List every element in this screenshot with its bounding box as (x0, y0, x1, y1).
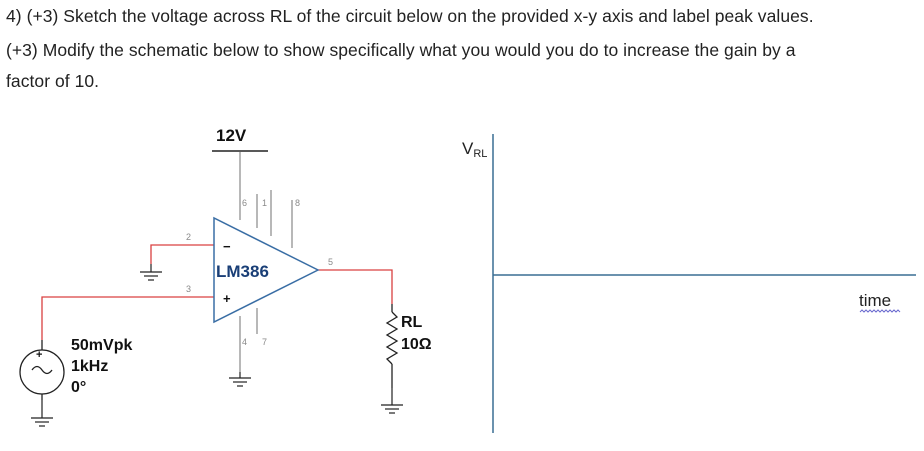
grey-wires (239, 152, 293, 372)
source-plus: + (36, 349, 42, 361)
amplifier-triangle (213, 216, 320, 324)
ac-source (19, 340, 65, 400)
wire-pin2 (150, 244, 214, 264)
amp-label: LM386 (216, 262, 269, 281)
source-amplitude: 50mVpk (71, 337, 132, 354)
pin-8: 8 (295, 198, 300, 208)
ground-amp (229, 372, 251, 387)
minus-sign: − (223, 239, 231, 254)
wire-output (318, 269, 393, 304)
pin-6: 6 (242, 198, 247, 208)
question-line-3: factor of 10. (6, 71, 100, 91)
source-phase: 0° (71, 379, 86, 396)
pin-7: 7 (262, 337, 267, 347)
y-axis-label: VRL (462, 139, 487, 160)
ground-pin2 (140, 264, 162, 281)
supply-label: 12V (216, 126, 247, 145)
wire-pin3 (41, 296, 214, 340)
question-line-1: 4) (+3) Sketch the voltage across RL of … (6, 6, 814, 26)
xy-axes (492, 134, 916, 433)
pin-1: 1 (262, 198, 267, 208)
resistor-rl (385, 304, 399, 388)
pin-2: 2 (186, 232, 191, 242)
spellcheck-underline (859, 309, 901, 313)
load-value: 10Ω (401, 336, 432, 353)
red-wires (41, 244, 393, 340)
question-line-2: (+3) Modify the schematic below to show … (6, 40, 796, 60)
pin-3: 3 (186, 284, 191, 294)
source-frequency: 1kHz (71, 358, 108, 375)
load-name: RL (401, 314, 423, 331)
ground-load (381, 388, 403, 414)
pin-5: 5 (328, 257, 333, 267)
pin-4: 4 (242, 337, 247, 347)
ground-source (31, 400, 53, 427)
plus-sign: + (223, 291, 231, 306)
x-axis-label: time (859, 291, 891, 310)
